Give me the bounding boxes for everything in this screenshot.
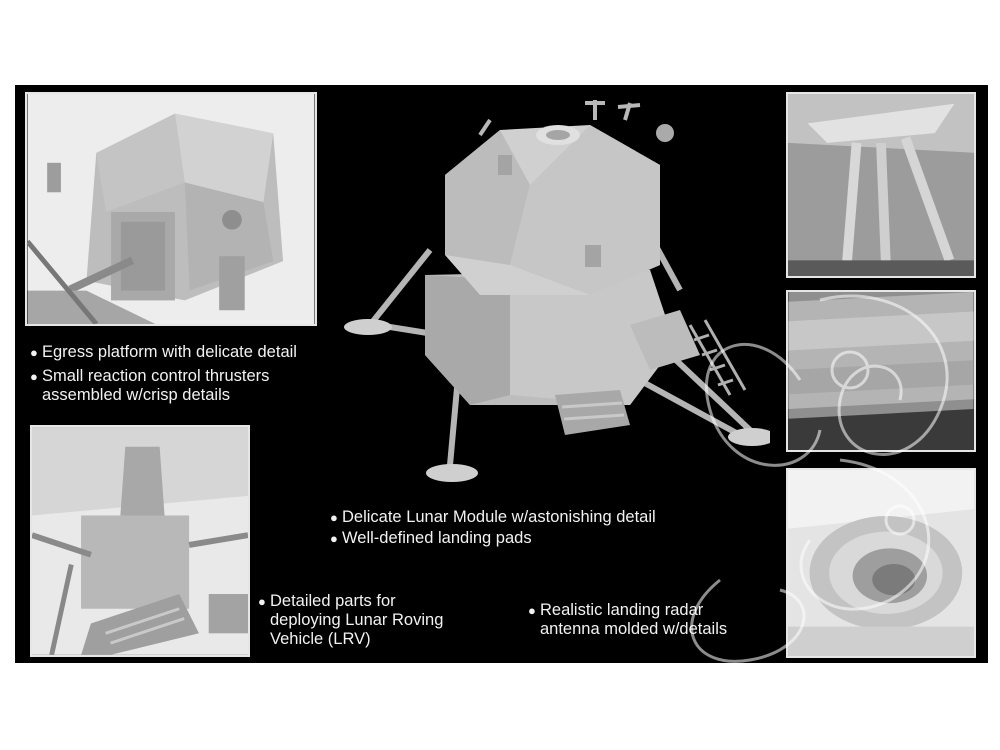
closeup-strut-photo	[786, 92, 976, 278]
bullet-icon: ●	[258, 594, 266, 609]
caption-radar: ● Realistic landing radar antenna molded …	[528, 601, 727, 639]
caption-thrusters: ● Small reaction control thrusters assemb…	[30, 367, 269, 405]
closeup-egress-photo	[25, 92, 317, 326]
caption-landing-pads: ● Well-defined landing pads	[330, 529, 532, 548]
lunar-module-model	[344, 100, 770, 482]
caption-egress: ● Egress platform with delicate detail	[30, 343, 297, 362]
bullet-icon: ●	[330, 510, 338, 525]
closeup-foil-photo	[786, 290, 976, 452]
bullet-icon: ●	[528, 603, 536, 618]
caption-lrv: ● Detailed parts for deploying Lunar Rovi…	[258, 592, 443, 649]
bullet-icon: ●	[30, 345, 38, 360]
caption-thrusters-text: Small reaction control thrusters assembl…	[42, 367, 270, 404]
caption-radar-text: Realistic landing radar antenna molded w…	[540, 601, 728, 638]
caption-lunar-module-text: Delicate Lunar Module w/astonishing deta…	[342, 508, 656, 526]
closeup-radar-photo	[786, 468, 976, 658]
closeup-lrv-photo	[30, 425, 250, 657]
bullet-icon: ●	[330, 531, 338, 546]
caption-landing-pads-text: Well-defined landing pads	[342, 529, 532, 547]
caption-egress-text: Egress platform with delicate detail	[42, 343, 297, 361]
caption-lunar-module: ● Delicate Lunar Module w/astonishing det…	[330, 508, 656, 527]
caption-lrv-text: Detailed parts for deploying Lunar Rovin…	[270, 592, 444, 648]
bullet-icon: ●	[30, 369, 38, 384]
